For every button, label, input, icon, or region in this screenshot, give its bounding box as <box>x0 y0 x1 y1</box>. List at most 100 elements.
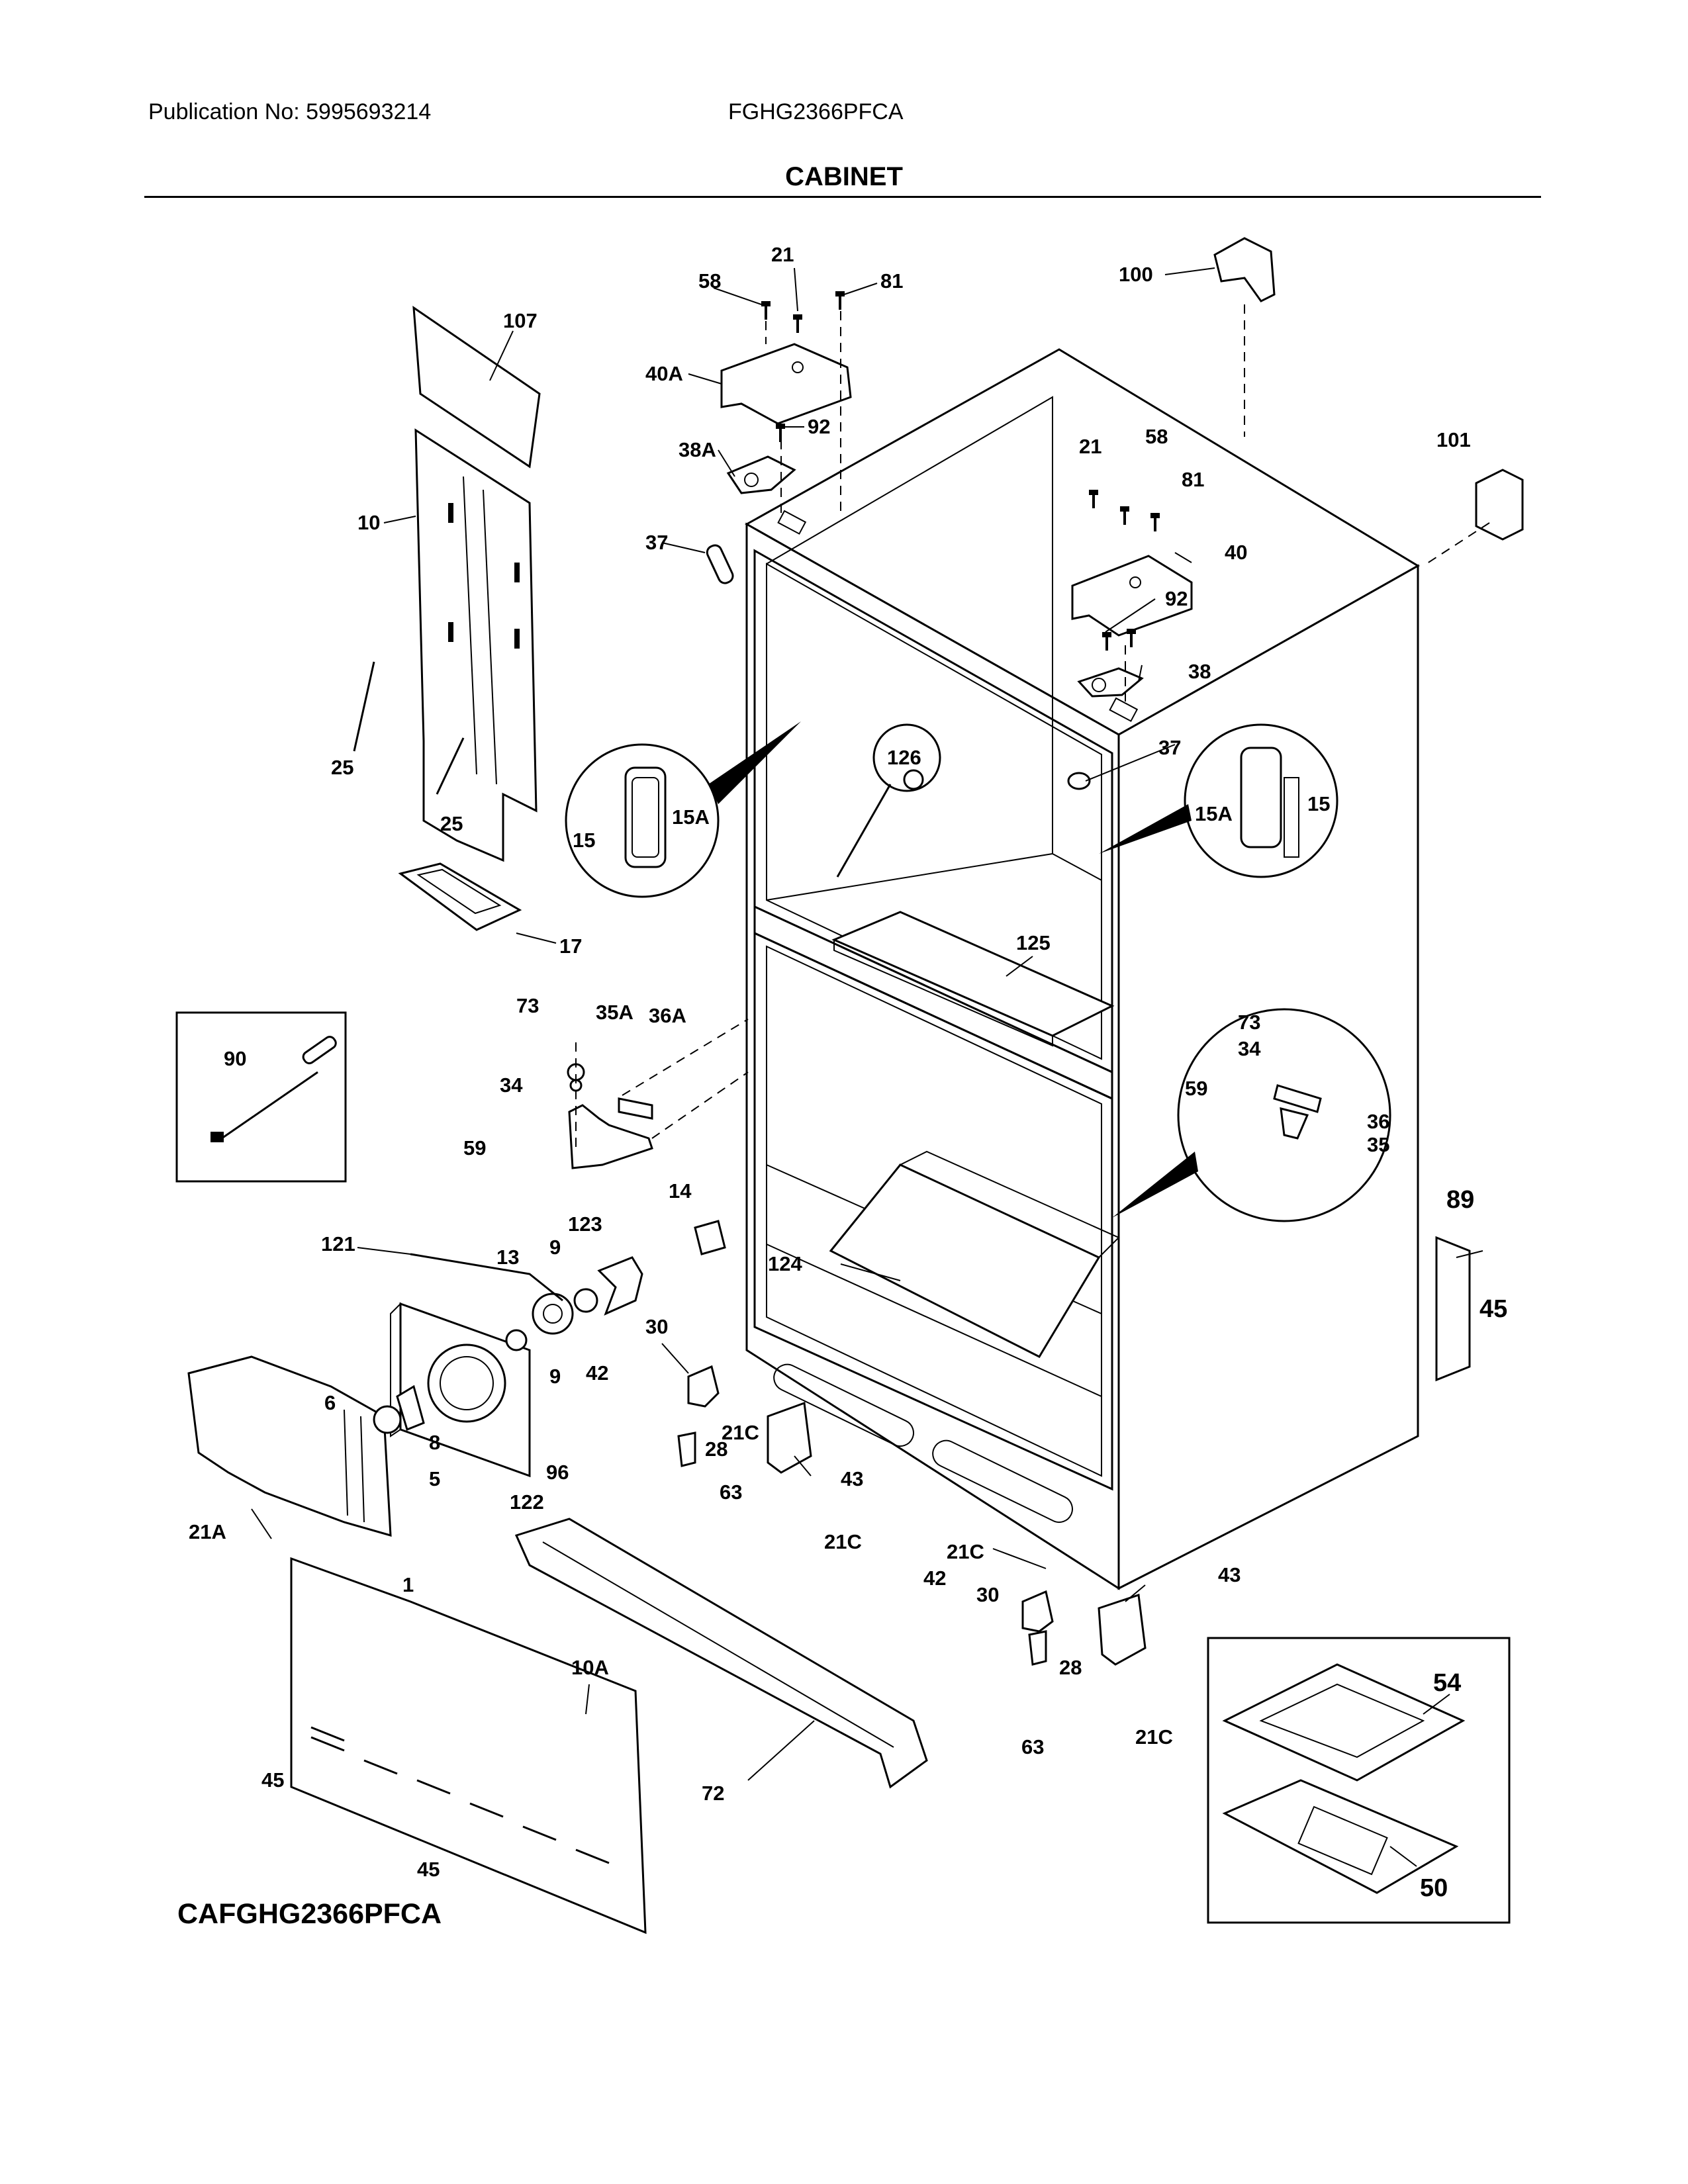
duct-1 <box>187 1355 392 1537</box>
callout-17: 17 <box>559 934 582 958</box>
hinge-cover-40 <box>1071 555 1193 637</box>
callout-72: 72 <box>702 1782 724 1805</box>
panel-89 <box>1435 1236 1471 1382</box>
leader-25a <box>353 661 375 752</box>
screws-top <box>761 291 1160 651</box>
callout-96: 96 <box>546 1461 569 1484</box>
toe-grille-10A <box>290 1557 647 1934</box>
callout-21A: 21A <box>189 1520 226 1543</box>
callout-37b: 37 <box>1158 736 1181 759</box>
drain-trough-17 <box>398 862 522 931</box>
fan-shroud-122 <box>390 1302 531 1478</box>
hinge-38A <box>726 455 796 494</box>
control-inset <box>1207 1637 1511 1924</box>
callout-42b: 42 <box>923 1567 946 1590</box>
callout-125: 125 <box>1016 931 1051 954</box>
cabinet-body <box>744 348 1420 1590</box>
wire-121 <box>410 1253 563 1302</box>
callout-45b: 45 <box>261 1768 284 1792</box>
callout-92b: 92 <box>1165 587 1188 610</box>
hinge-cover-40A <box>720 343 852 425</box>
callout-9b: 9 <box>549 1365 561 1388</box>
callout-40A: 40A <box>645 362 683 385</box>
callout-25a: 25 <box>331 756 353 779</box>
callout-21C-d: 21C <box>1135 1725 1173 1749</box>
sensor-box-90 <box>175 1011 347 1183</box>
header-rule <box>144 196 1541 198</box>
callout-63b: 63 <box>1021 1735 1044 1758</box>
bracket-100 <box>1213 237 1276 302</box>
fan-motor-13 <box>532 1293 574 1335</box>
zoom-circle-15A-right <box>1099 723 1338 878</box>
leader-25b <box>436 737 465 795</box>
bracket-30-right <box>1021 1590 1054 1633</box>
leveler-63-right <box>1028 1630 1047 1666</box>
bracket-30-left <box>687 1365 720 1408</box>
callout-21C-a: 21C <box>722 1421 759 1444</box>
callout-59b: 59 <box>1185 1077 1207 1100</box>
callout-107: 107 <box>503 309 538 332</box>
hinge-28-43-left <box>767 1401 812 1474</box>
callout-30a: 30 <box>645 1315 668 1338</box>
callout-42a: 42 <box>586 1361 608 1385</box>
model-number: FGHG2366PFCA <box>728 99 904 124</box>
callout-81a: 81 <box>880 269 903 293</box>
plug-37-left <box>706 544 734 584</box>
diagram-code: CAFGHG2366PFCA <box>177 1898 442 1930</box>
callout-10: 10 <box>357 511 380 534</box>
callout-1: 1 <box>402 1573 414 1596</box>
callout-81b: 81 <box>1182 468 1204 491</box>
callout-37a: 37 <box>645 531 668 554</box>
hinge-35A-36A <box>567 1019 749 1169</box>
callout-123: 123 <box>568 1212 602 1236</box>
bracket-101 <box>1475 469 1524 541</box>
callout-73b: 73 <box>1238 1011 1260 1034</box>
callout-9a: 9 <box>549 1236 561 1259</box>
drawer-124 <box>829 1150 1120 1358</box>
leveler-63-left <box>677 1432 696 1467</box>
zoom-circle-15A-left <box>565 721 801 898</box>
callout-labels: 58 21 81 100 107 40A 92 38A 10 21 58 101… <box>189 243 1507 1902</box>
callout-25b: 25 <box>440 812 463 835</box>
callout-15a: 15 <box>573 829 595 852</box>
callout-36: 36 <box>1367 1110 1389 1133</box>
page-title: CABINET <box>785 162 903 191</box>
callout-43a: 43 <box>841 1467 863 1490</box>
callout-90: 90 <box>224 1047 246 1070</box>
callout-8: 8 <box>429 1431 440 1454</box>
callout-15A-right: 15A <box>1195 802 1233 825</box>
callout-101: 101 <box>1436 428 1471 451</box>
callout-92a: 92 <box>808 415 830 438</box>
callout-100: 100 <box>1119 263 1153 286</box>
base-cover-72 <box>514 1518 928 1789</box>
callout-121: 121 <box>321 1232 355 1255</box>
callout-63a: 63 <box>720 1480 742 1504</box>
callout-15b: 15 <box>1307 792 1330 815</box>
bracket-123 <box>597 1256 643 1316</box>
grille-slots <box>310 1726 610 1864</box>
assembly-lines-top <box>765 304 1490 702</box>
hinge-28-43-right <box>1098 1593 1147 1666</box>
callout-89: 89 <box>1446 1186 1474 1214</box>
callout-122: 122 <box>510 1490 544 1514</box>
grommet-9b <box>505 1329 528 1351</box>
callout-45a: 45 <box>1479 1295 1507 1323</box>
callout-5: 5 <box>429 1467 440 1490</box>
callout-124: 124 <box>768 1252 802 1275</box>
callout-50: 50 <box>1420 1874 1448 1902</box>
callout-35A: 35A <box>596 1001 633 1024</box>
callout-126: 126 <box>887 746 921 769</box>
callout-14: 14 <box>669 1179 692 1203</box>
callout-21C-c: 21C <box>947 1540 984 1563</box>
callout-58a: 58 <box>698 269 721 293</box>
leader-lines <box>251 267 1483 1867</box>
callout-58b: 58 <box>1145 425 1168 448</box>
zoom-circle-hinge-right <box>1112 1008 1391 1222</box>
bracket-14 <box>694 1220 726 1255</box>
callout-21b: 21 <box>1079 435 1102 458</box>
fan-blade-5 <box>373 1385 425 1434</box>
callout-15A-left: 15A <box>672 805 710 829</box>
callout-34b: 34 <box>1238 1037 1261 1060</box>
callout-59a: 59 <box>463 1136 486 1160</box>
